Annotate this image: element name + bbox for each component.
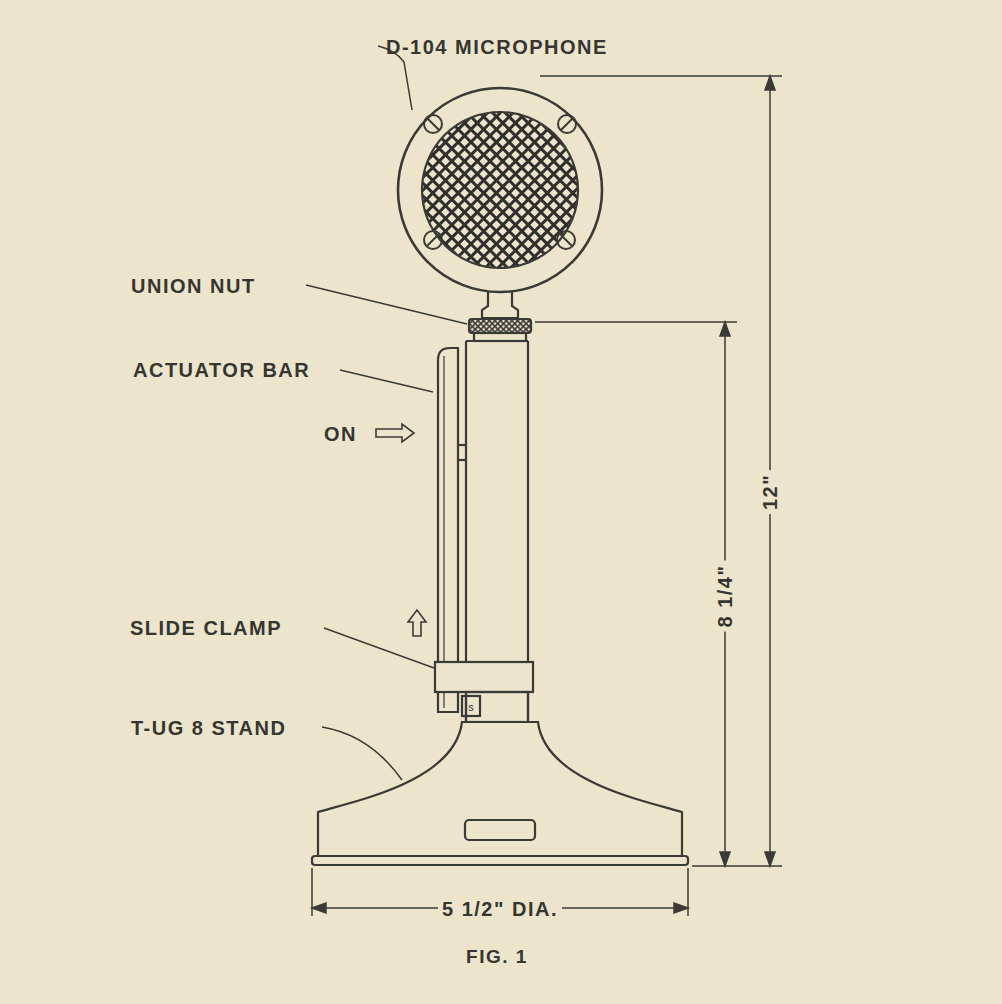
part-label: UNION NUT	[131, 276, 256, 296]
dimension-text: 12"	[758, 470, 782, 514]
part-label: T-UG 8 STAND	[131, 718, 286, 738]
svg-text:s: s	[468, 701, 474, 713]
dimension-text: 5 1/2" DIA.	[438, 897, 562, 921]
dimension-text: 8 1/4"	[713, 561, 737, 632]
switch-label: ON	[324, 424, 357, 444]
part-label: ACTUATOR BAR	[133, 360, 310, 380]
part-label: SLIDE CLAMP	[130, 618, 282, 638]
part-label: D-104 MICROPHONE	[386, 37, 608, 57]
figure-caption: FIG. 1	[466, 947, 528, 966]
